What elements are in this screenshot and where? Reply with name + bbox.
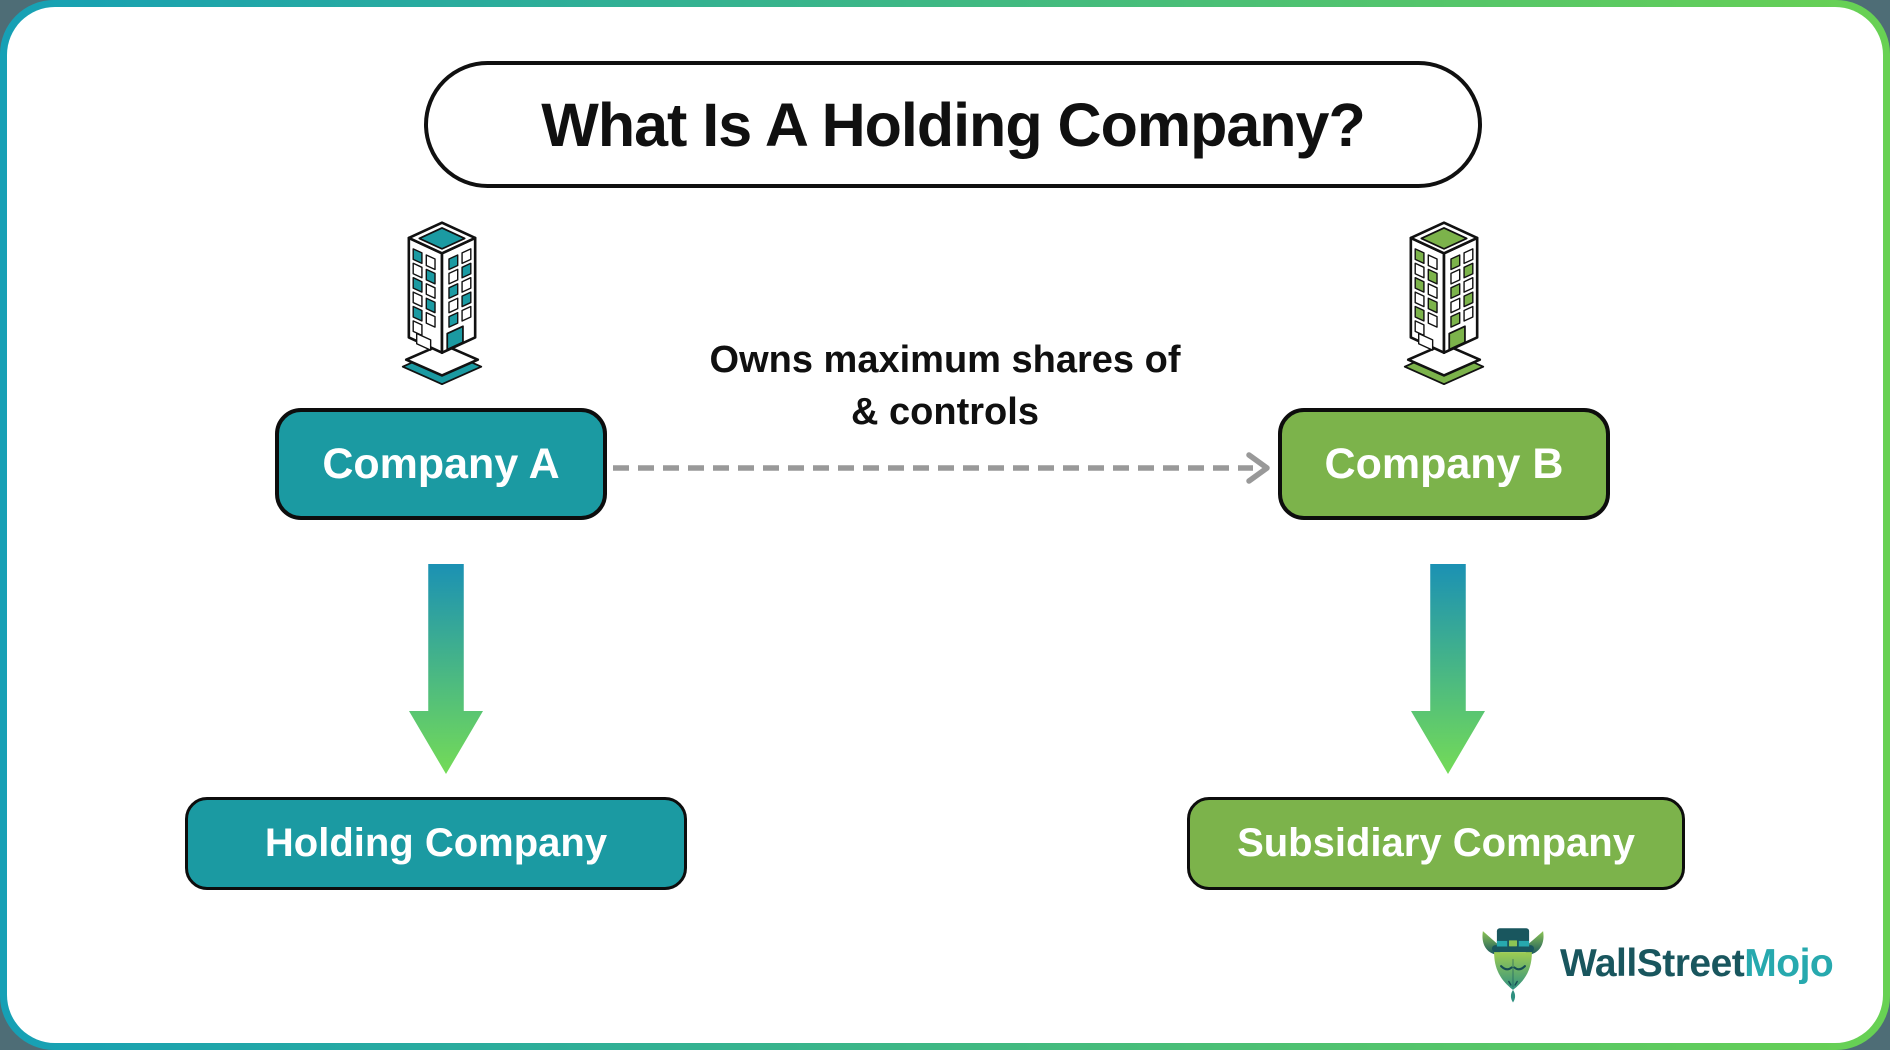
logo-wordmark: WallStreetMojo <box>1560 942 1834 986</box>
logo-text-wallstreet: WallStreet <box>1560 942 1745 985</box>
relationship-label: Owns maximum shares of & controls <box>620 334 1270 438</box>
company-b-label: Company B <box>1324 439 1564 488</box>
company-a-label: Company A <box>322 439 560 488</box>
logo-text-mojo: Mojo <box>1744 942 1834 985</box>
building-teal-icon <box>394 220 490 386</box>
holding-company-label: Holding Company <box>264 821 608 865</box>
company-b-box: Company B <box>1278 408 1610 520</box>
building-green-icon <box>1396 220 1492 386</box>
page-title: What Is A Holding Company? <box>541 90 1365 159</box>
bull-mascot-icon <box>1482 928 1544 1003</box>
relationship-label-line1: Owns maximum shares of <box>709 339 1181 381</box>
subsidiary-company-label: Subsidiary Company <box>1237 821 1635 865</box>
holding-company-box: Holding Company <box>185 797 687 890</box>
down-arrow-gradient-icon-right <box>1411 564 1485 774</box>
company-a-box: Company A <box>275 408 607 520</box>
title-pill: What Is A Holding Company? <box>424 61 1482 188</box>
down-arrow-gradient-icon-left <box>409 564 483 774</box>
wallstreetmojo-logo: WallStreetMojo <box>1478 922 1834 1006</box>
dashed-arrow-icon <box>613 452 1270 484</box>
relationship-label-line2: & controls <box>851 391 1039 433</box>
subsidiary-company-box: Subsidiary Company <box>1187 797 1685 890</box>
